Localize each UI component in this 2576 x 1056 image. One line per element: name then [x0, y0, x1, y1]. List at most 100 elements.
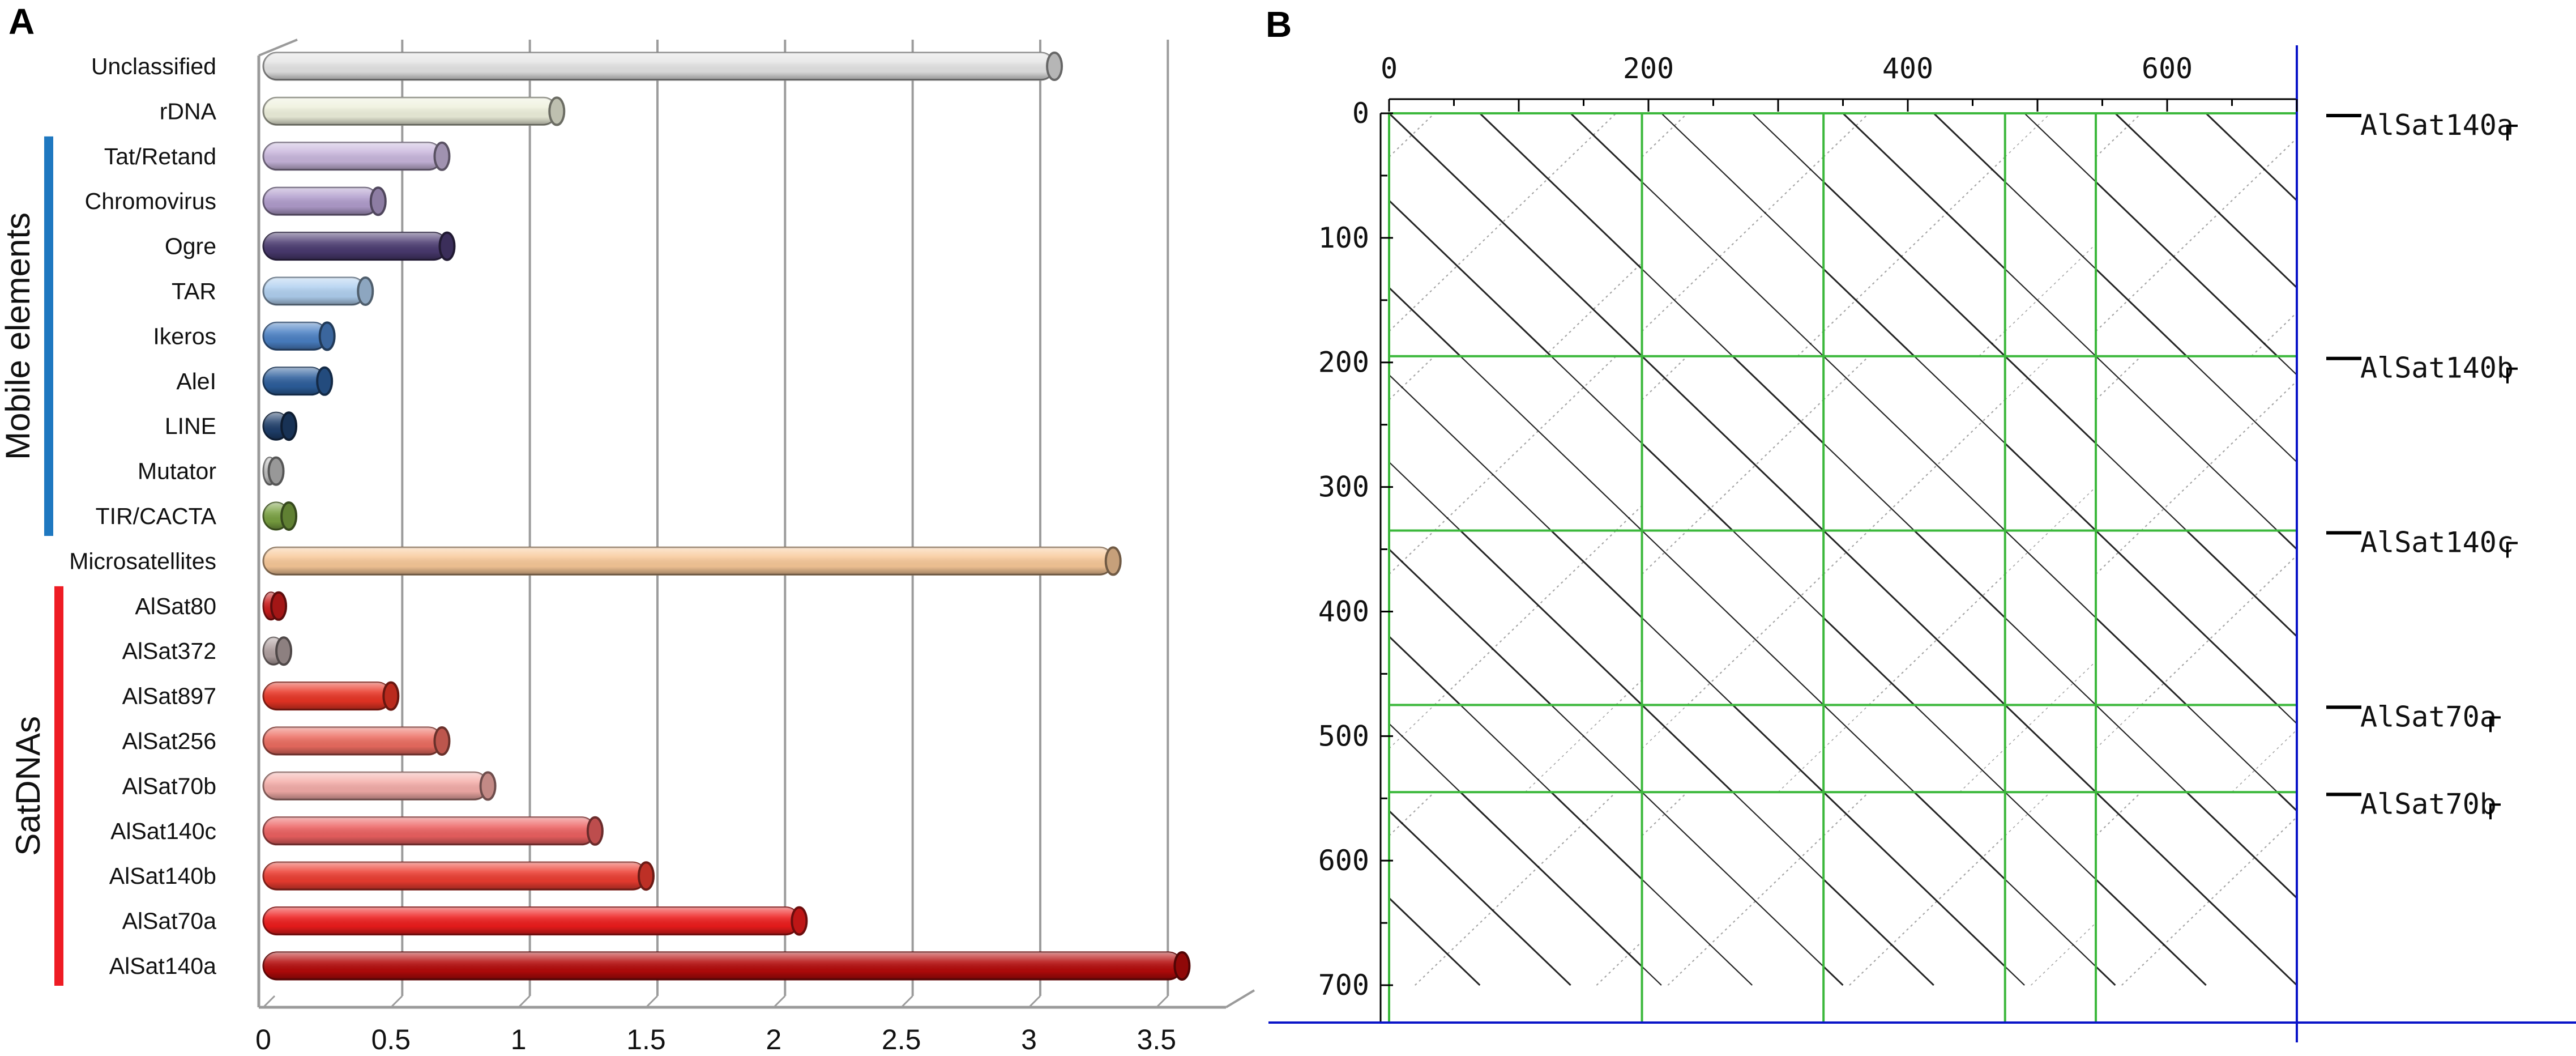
floor-tick — [1156, 995, 1169, 1008]
dotplot-block — [2095, 791, 2298, 986]
diagonal-line — [1641, 617, 1733, 706]
bar-shading — [263, 862, 646, 890]
bar-shading — [263, 188, 378, 215]
dotplot-diagonals — [1388, 112, 2298, 986]
bar — [262, 231, 456, 261]
diagonal-line — [1641, 530, 1824, 706]
group-bracket — [54, 586, 63, 986]
inverted-diagonal — [2095, 138, 2297, 332]
diagonal-line — [1460, 355, 1643, 531]
bar-shading — [263, 547, 1113, 575]
diagonal-line — [1732, 791, 1824, 880]
bar-end-cap — [267, 456, 285, 486]
left-tick-label: 300 — [1318, 471, 1369, 504]
inverted-diagonal — [2251, 312, 2297, 357]
diagonal-line — [1389, 723, 1461, 793]
inverted-diagonal — [2030, 922, 2096, 986]
category-labels: UnclassifiedrDNATat/RetandChromovirusOgr… — [69, 53, 216, 979]
segment-boundaries — [1388, 112, 2298, 1024]
diagonal-line — [1823, 617, 1915, 706]
diagonal-line — [1388, 199, 1552, 357]
bar-shading — [263, 682, 391, 710]
bar-end-cap — [586, 816, 604, 846]
category-label: AlSat70a — [122, 908, 217, 934]
dotplot-block — [1641, 530, 1824, 706]
inverted-diagonal — [1823, 530, 1870, 575]
dotplot-block — [2095, 704, 2297, 793]
diagonal-line — [2095, 704, 2188, 793]
inverted-diagonal — [1434, 530, 1617, 706]
diagonal-line — [1823, 442, 1915, 531]
left-tick-label: 500 — [1318, 719, 1369, 752]
bar — [262, 96, 566, 126]
diagonal-line — [2024, 113, 2096, 182]
top-wall-edge — [258, 39, 298, 57]
group-bracket — [44, 136, 53, 536]
dotplot-block — [2004, 113, 2096, 357]
top-tick-label: 0 — [1381, 52, 1398, 85]
dotplot-block — [2004, 355, 2097, 531]
segment-label: AlSat140c — [2360, 526, 2514, 559]
inverted-diagonal — [1389, 704, 1435, 749]
gridlines — [262, 40, 1169, 1008]
diagonal-line — [1388, 548, 1552, 706]
segment-corner-mark — [2506, 542, 2518, 558]
dotplot-block — [1823, 530, 2006, 706]
floor-tick — [262, 995, 276, 1008]
category-label: Chromovirus — [85, 188, 216, 214]
dotplot-block — [1388, 791, 1643, 986]
diagonal-line — [1913, 704, 2006, 793]
diagonal-line — [1641, 442, 1733, 531]
inverted-diagonal — [1615, 679, 1643, 706]
diagonal-line — [1550, 355, 1643, 444]
diagonal-line — [2004, 704, 2097, 793]
diagonal-line — [2095, 879, 2207, 986]
bar — [262, 321, 336, 351]
bar-shading — [263, 322, 327, 350]
left-tick-label: 100 — [1318, 222, 1369, 254]
diagonal-line — [1459, 530, 1643, 706]
diagonal-line — [2186, 530, 2298, 637]
category-label: Ogre — [165, 233, 216, 259]
diagonal-line — [1388, 112, 1643, 357]
dotplot-block — [2004, 704, 2097, 793]
diagonal-line — [2004, 442, 2097, 531]
inverted-diagonal — [2005, 704, 2051, 749]
segment-corner-mark — [2489, 803, 2501, 820]
diagonal-line — [2004, 879, 2096, 967]
inverted-diagonal — [1823, 704, 1869, 749]
diagonal-line — [1661, 113, 1824, 270]
x-tick-label: 3 — [1021, 1024, 1037, 1055]
left-tick-label: 200 — [1318, 346, 1369, 379]
block-frame — [1388, 112, 2298, 1024]
bar — [262, 186, 387, 216]
dotplot-block — [1641, 791, 1824, 986]
bar — [262, 726, 451, 756]
diagonal-line — [1641, 791, 1824, 967]
panel-a-bar-chart: A UnclassifiedrDNATat/RetandChromovirusO… — [0, 1, 1255, 1055]
bar-end-cap — [1104, 546, 1122, 576]
bar — [262, 366, 334, 396]
inverted-diagonal — [1524, 704, 1617, 793]
diagonal-line — [1459, 791, 1643, 968]
bar — [262, 591, 288, 621]
diagonal-line — [1823, 181, 2006, 357]
category-label: AlSat80 — [135, 593, 216, 619]
bar-shading — [263, 772, 488, 800]
diagonal-line — [1388, 897, 1481, 986]
segment-corner-mark — [2506, 125, 2518, 140]
diagonal-line — [1933, 112, 2006, 183]
diagonal-line — [2004, 966, 2025, 986]
bar — [262, 906, 808, 936]
x-tick-label: 2.5 — [882, 1024, 921, 1055]
diagonal-line — [2004, 530, 2096, 619]
category-label: Tat/Retand — [104, 143, 216, 169]
diagonal-line — [1641, 879, 1753, 986]
diagonal-line — [1389, 461, 1461, 531]
category-label: Mutator — [138, 458, 216, 484]
floor-tick — [390, 995, 403, 1008]
category-label: AlSat897 — [122, 683, 216, 709]
